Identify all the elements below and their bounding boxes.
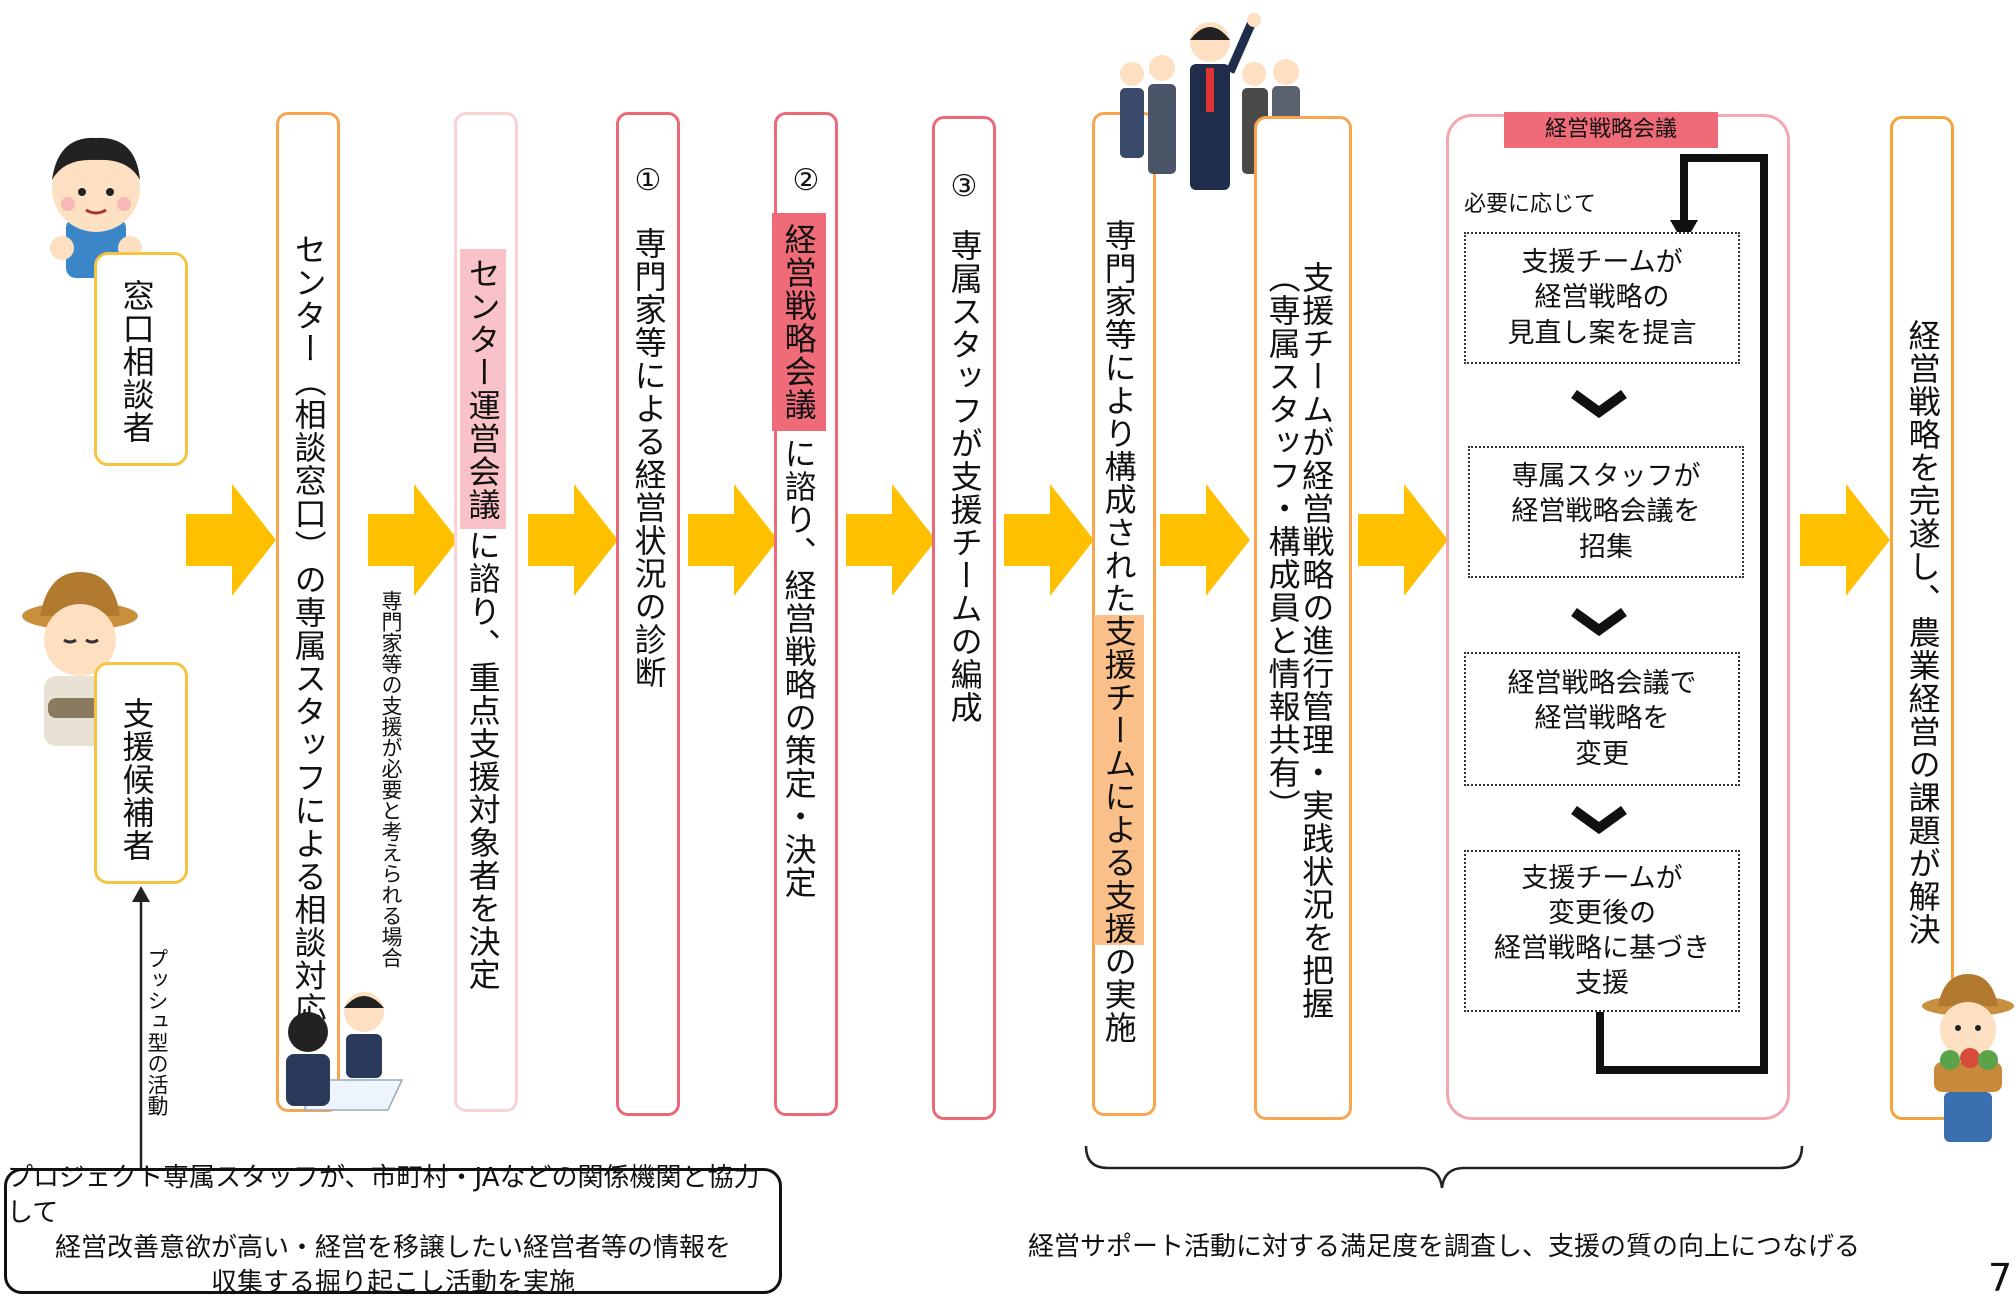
flow-arrow-2	[368, 484, 458, 596]
step3-line-2: 経営戦略を	[1534, 703, 1670, 735]
step3-number: ③	[950, 169, 978, 204]
strategy-step-2: 専属スタッフが 経営戦略会議を 招集	[1468, 446, 1744, 578]
step2-line-2: 経営戦略会議を	[1511, 496, 1701, 528]
flow-arrow-9	[1800, 484, 1890, 596]
meeting-decision-text: センター運営会議に諮り、重点支援対象者を決定	[459, 249, 506, 991]
step2-number: ②	[792, 163, 820, 198]
flow-arrow-3	[528, 484, 618, 596]
center-consultation-column: センター（相談窓口）の専属スタッフによる相談対応	[276, 112, 340, 1112]
progress-management-text: 支援チームが経営戦略の進行管理・実践状況を把握 （専属スタッフ・構成員と情報共有…	[1263, 261, 1336, 1020]
strategy-decision-text: 経営戦略会議に諮り、経営戦略の策定・決定	[771, 213, 826, 899]
progress-line-1: 支援チームが経営戦略の進行管理・実践状況を把握	[1297, 261, 1336, 1020]
step2-line-1: 専属スタッフが	[1511, 461, 1701, 493]
team-support-pre: 専門家等により構成された	[1099, 219, 1138, 615]
chevron-down-icon	[1571, 608, 1627, 636]
consultant-figure-icon	[50, 137, 142, 278]
satisfaction-caption: 経営サポート活動に対する満足度を調査し、支援の質の向上につなげる	[1028, 1232, 1861, 1262]
center-consultation-text: センター（相談窓口）の専属スタッフによる相談対応	[289, 233, 328, 1025]
team-formation-text: 専属スタッフが支援チームの編成	[945, 229, 984, 724]
flow-arrow-4	[688, 484, 778, 596]
team-formation-column: ③ 専属スタッフが支援チームの編成	[932, 116, 996, 1120]
support-candidate-label: 支援候補者	[117, 697, 156, 862]
expert-support-note: 専門家等の支援が必要と考えられる場合	[379, 590, 404, 968]
team-support-column: 専門家等により構成された支援チームによる支援の実施	[1092, 112, 1156, 1116]
strategy-step-4: 支援チームが 変更後の 経営戦略に基づき 支援	[1464, 850, 1740, 1012]
step4-line-2: 変更後の	[1548, 897, 1656, 929]
flow-arrow-1	[186, 484, 276, 596]
meeting-decision-rest: に諮り、重点支援対象者を決定	[463, 529, 502, 991]
progress-line-2: （専属スタッフ・構成員と情報共有）	[1263, 261, 1302, 822]
page-number: 7	[1988, 1256, 2013, 1300]
step1-number: ①	[634, 163, 662, 198]
team-support-highlight: 支援チームによる支援	[1093, 615, 1144, 945]
chevron-down-icon	[1571, 390, 1627, 418]
strategy-decision-column: ② 経営戦略会議に諮り、経営戦略の策定・決定	[771, 112, 838, 1116]
strategy-decision-rest: に諮り、経営戦略の策定・決定	[779, 437, 818, 899]
support-candidate-box: 支援候補者	[94, 662, 188, 884]
step1-line-1: 支援チームが	[1521, 247, 1683, 279]
farmer-harvest-icon	[1922, 974, 2014, 1142]
project-line-3: 収集する掘り起こし活動を実施	[210, 1268, 575, 1299]
diagnosis-text: 専門家等による経営状況の診断	[629, 227, 668, 689]
step3-line-3: 変更	[1575, 738, 1629, 770]
window-consultant-label: 窓口相談者	[117, 279, 156, 444]
project-activity-box: プロジェクト専属スタッフが、市町村・JAなどの関係機関と協力して 経営改善意欲が…	[4, 1163, 782, 1298]
meeting-decision-column: センター運営会議に諮り、重点支援対象者を決定	[454, 112, 518, 1112]
step1-line-3: 見直し案を提言	[1507, 317, 1697, 349]
as-needed-label: 必要に応じて	[1464, 192, 1597, 217]
strategy-step-1: 支援チームが 経営戦略の 見直し案を提言	[1464, 232, 1740, 364]
step4-line-3: 経営戦略に基づき	[1494, 933, 1710, 964]
project-line-1: プロジェクト専属スタッフが、市町村・JAなどの関係機関と協力して	[7, 1162, 760, 1228]
chevron-down-icon	[1571, 806, 1627, 834]
step4-line-1: 支援チームが	[1521, 862, 1683, 894]
consultation-meeting-icon	[286, 992, 404, 1111]
step2-line-3: 招集	[1579, 531, 1633, 563]
window-consultant-box: 窓口相談者	[94, 252, 188, 466]
progress-management-column: 支援チームが経営戦略の進行管理・実践状況を把握 （専属スタッフ・構成員と情報共有…	[1254, 116, 1352, 1120]
diagnosis-column: ① 専門家等による経営状況の診断	[616, 112, 680, 1116]
step3-line-1: 経営戦略会議で	[1507, 668, 1697, 700]
step4-line-4: 支援	[1575, 968, 1629, 1000]
team-support-post: の実施	[1099, 945, 1138, 1044]
center-meeting-highlight: センター運営会議	[459, 249, 506, 529]
goal-achieved-column: 経営戦略を完遂し、農業経営の課題が解決	[1890, 116, 1954, 1120]
project-line-2: 経営改善意欲が高い・経営を移譲したい経営者等の情報を	[54, 1233, 731, 1263]
strategy-step-3: 経営戦略会議で 経営戦略を 変更	[1464, 652, 1740, 786]
push-activity-label: プッシュ型の活動	[145, 948, 170, 1116]
push-up-arrow	[132, 886, 150, 1174]
strategy-panel-header: 経営戦略会議	[1504, 112, 1718, 148]
step1-line-2: 経営戦略の	[1534, 282, 1670, 314]
strategy-meeting-highlight: 経営戦略会議	[771, 213, 826, 431]
flow-arrow-5	[846, 484, 936, 596]
team-support-text: 専門家等により構成された支援チームによる支援の実施	[1093, 219, 1144, 1044]
flow-arrow-7	[1160, 484, 1250, 596]
flow-arrow-8	[1358, 484, 1448, 596]
goal-achieved-text: 経営戦略を完遂し、農業経営の課題が解決	[1903, 319, 1942, 946]
bottom-brace	[1084, 1145, 1804, 1189]
flow-arrow-6	[1004, 484, 1094, 596]
